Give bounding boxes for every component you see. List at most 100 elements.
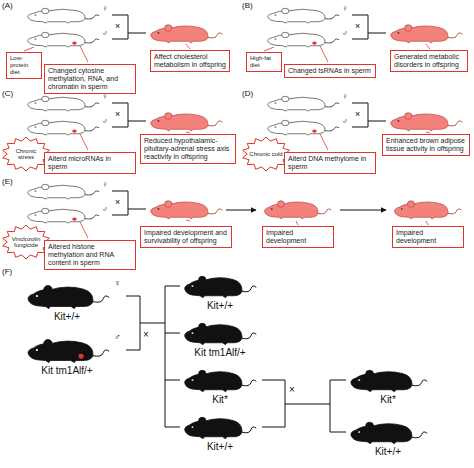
leader-line [24,47,34,51]
panel-letter: (C) [2,90,13,98]
cross-bracket [352,103,368,127]
callout-text: Reduced hypothalamic-pituitary-adrenal s… [144,137,232,161]
sex-symbol: ♂ [342,118,348,126]
callout-box: Generated metabolic disorders in offspri… [390,50,468,72]
sex-symbol: ♀ [342,5,348,13]
callout-text: Changed tsRNAs in sperm [288,67,372,75]
male-mouse [268,120,340,135]
offspring-mouse [151,25,223,43]
leader-line [426,132,430,133]
offspring-mouse [265,201,332,219]
cross-bracket [128,121,146,122]
sex-symbol: ♀ [342,93,348,101]
cross-symbol: × [115,110,120,119]
cross-symbol: × [115,198,120,207]
callout-text: Alterd DNA methylome in sperm [288,155,372,171]
callout-box: Altered histone methylation and RNA cont… [44,240,136,270]
panel-letter: (E) [2,178,13,186]
cross-bracket [368,33,386,34]
male-mouse [268,32,340,47]
cross-bracket [330,380,346,381]
leader-line [80,222,88,238]
genotype-label: Kit+/+ [207,442,233,452]
cross-bracket [112,15,128,39]
callout-text: Vinclozolin fungicide [9,236,43,249]
callout-text: Enhanced brown adipose tissue activity i… [386,137,466,153]
cross-bracket [165,286,166,427]
cross-bracket [128,33,146,34]
genotype-label: Kit* [212,395,228,405]
callout-text: Impaired development [266,229,330,245]
cross-symbol: × [289,385,295,395]
callout-box: Changed tsRNAs in sperm [284,64,376,78]
sex-symbol: ♀ [114,279,121,288]
leader-line [320,46,328,62]
stressor-burst: Chronic stress [2,137,50,171]
leader-line [320,134,328,150]
callout-text: Impaired development and survivability o… [144,229,228,245]
grand-offspring-mouse [351,370,427,391]
genotype-label: Kit* [380,395,396,405]
leader-line [426,44,430,49]
cross-bracket [165,380,180,381]
callout-text: Impaired development [396,229,460,245]
callout-box: Alterd DNA methylome in sperm [284,152,376,174]
cross-bracket [330,380,331,432]
grand-offspring-mouse [351,422,427,443]
callout-text: Affect cholesterol metabolism in offspri… [154,53,226,69]
stressor-burst: Vinclozolin fungicide [2,225,50,259]
callout-box: Changed cytosine methylation, RNA, and c… [44,64,136,94]
leader-line [264,47,274,51]
male-mouse [28,32,100,47]
female-mouse [28,184,100,199]
leader-line [80,46,88,62]
offspring-mouse [395,201,462,219]
leader-line [186,220,190,221]
female-mouse [28,286,109,309]
male-mouse [28,120,100,135]
female-mouse [28,8,100,23]
genotype-label: Kit+/+ [375,447,401,457]
cross-bracket [330,432,346,433]
cross-symbol: × [115,22,120,31]
cross-symbol: × [355,22,360,31]
male-mouse [28,208,100,223]
offspring-mouse [391,113,463,131]
leader-line [186,44,190,49]
callout-box: Affect cholesterol metabolism in offspri… [150,50,230,72]
sex-symbol: ♂ [102,118,108,126]
callout-text: Chronic cold [249,151,283,157]
cross-bracket [285,404,330,405]
stressor-burst: Chronic cold [242,137,290,171]
callout-box: Enhanced brown adipose tissue activity i… [382,134,470,156]
panel-letter: (D) [242,90,253,98]
female-mouse [28,96,100,111]
panel-letter: (B) [242,2,253,10]
offspring-mouse [151,201,223,219]
leader-line [426,221,428,225]
offspring-mouse [151,113,223,131]
cross-bracket [262,380,285,427]
callout-box: Reduced hypothalamic-pituitary-adrenal s… [140,134,236,164]
sex-symbol: ♀ [102,5,108,13]
callout-box: Impaired development [262,226,334,248]
callout-box: Impaired development and survivability o… [140,226,232,248]
sex-symbol: ♂ [102,206,108,214]
cross-bracket [112,103,128,127]
cross-bracket [165,286,180,287]
callout-text: Altered histone methylation and RNA cont… [48,243,132,267]
offspring-mouse [185,323,257,344]
genotype-label: Kit+/+ [54,312,80,322]
callout-text: High-fat diet [250,55,278,69]
callout-box: Alterd microRNAs in sperm [44,152,136,174]
cross-symbol: × [355,110,360,119]
callout-box: High-fat diet [246,52,282,72]
panel-letter: (F) [2,268,12,276]
genotype-label: Kit+/+ [207,301,233,311]
cross-bracket [352,15,368,39]
offspring-mouse [185,417,257,438]
callout-text: Generated metabolic disorders in offspri… [394,53,464,69]
cross-bracket [368,121,386,122]
offspring-mouse [185,370,257,391]
